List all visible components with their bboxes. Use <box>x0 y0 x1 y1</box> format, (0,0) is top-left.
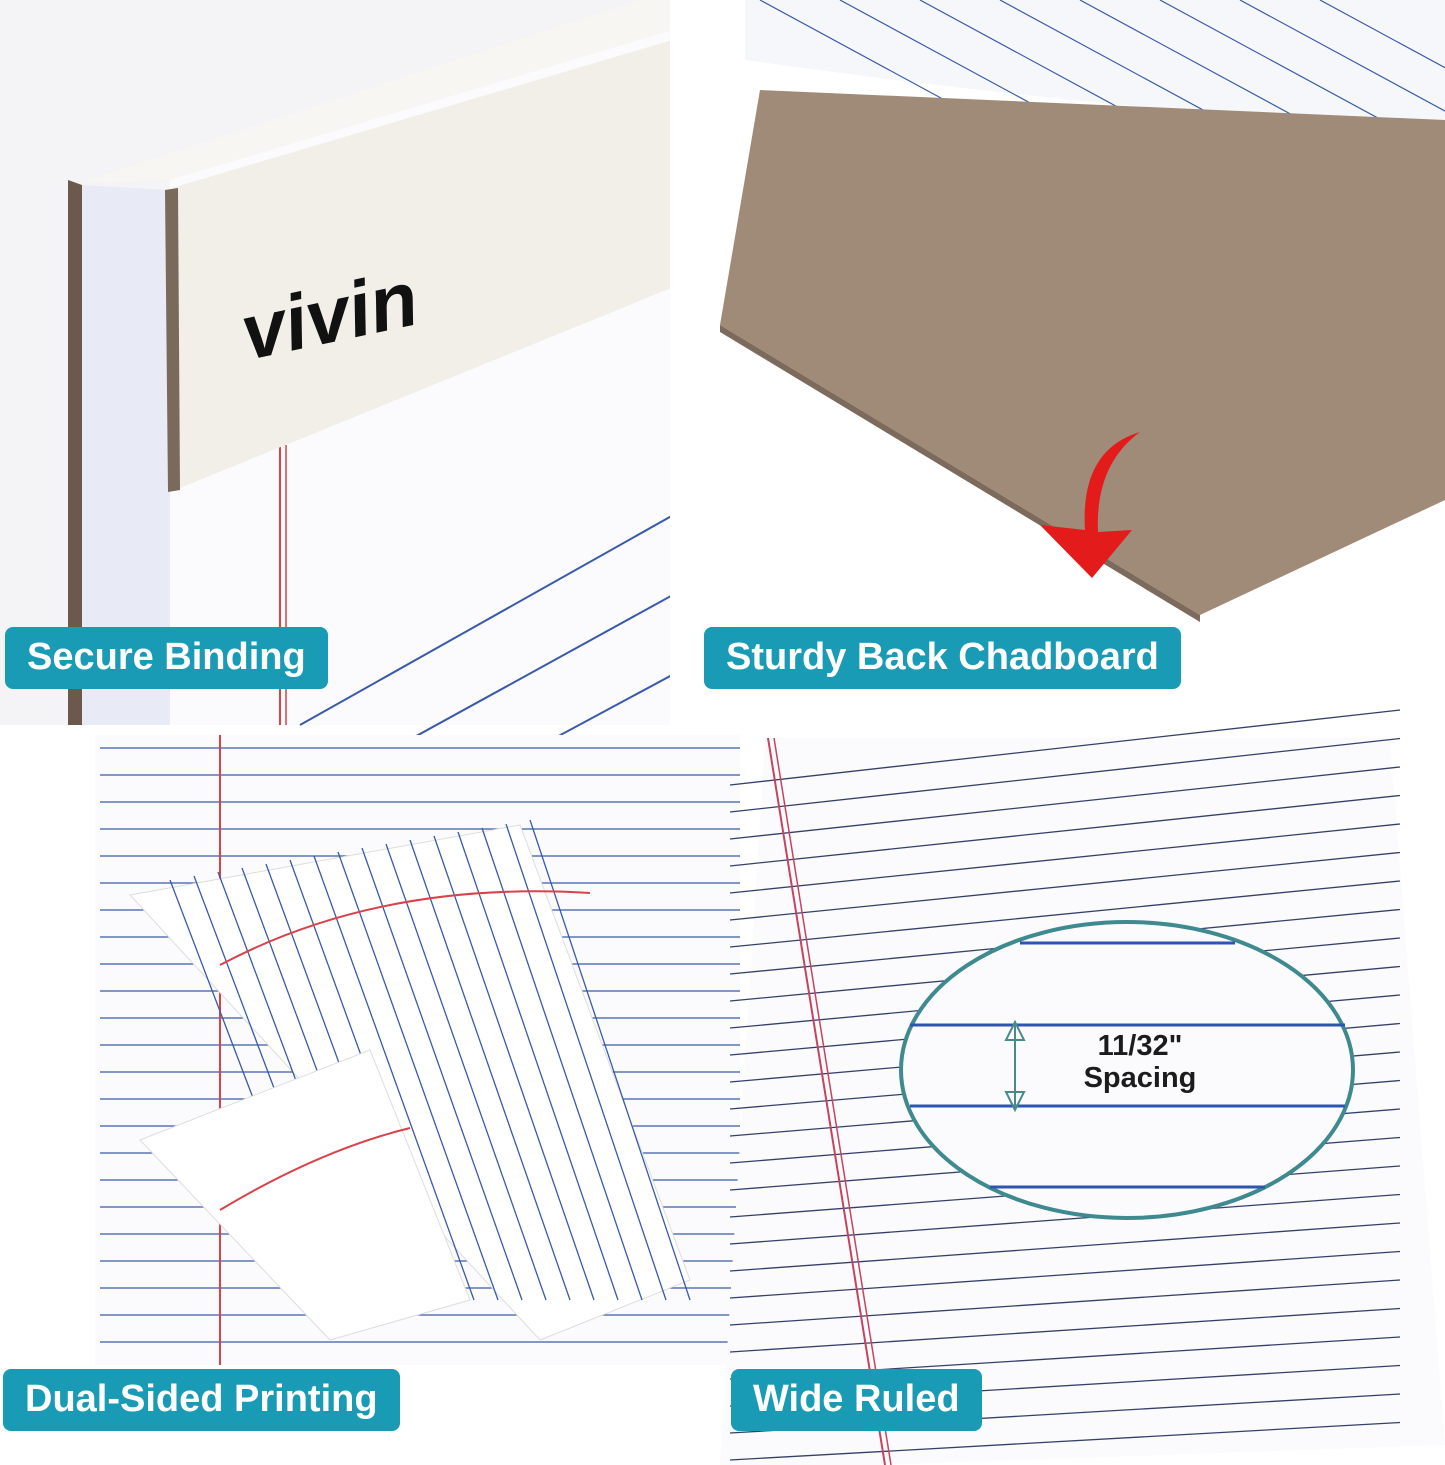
rule-line <box>361 847 523 1301</box>
rule-line <box>529 819 691 1301</box>
rule-line <box>433 835 595 1301</box>
spacing-caption: Spacing <box>1083 1062 1197 1094</box>
spacing-text: 11/32" Spacing <box>1040 1030 1240 1094</box>
panel-wide-ruled <box>720 709 1445 1465</box>
label-wide-ruled: Wide Ruled <box>731 1369 982 1431</box>
label-sturdy-back: Sturdy Back Chadboard <box>704 627 1181 689</box>
rule-line <box>729 851 1401 921</box>
rule-line <box>729 1279 1401 1326</box>
rule-line <box>729 709 1401 786</box>
rule-line <box>1079 0 1321 131</box>
arrow-down-icon <box>1040 432 1140 578</box>
rule-line <box>729 737 1401 813</box>
rule-line <box>729 880 1401 948</box>
spacing-callout <box>899 920 1355 1220</box>
rule-line <box>313 855 475 1301</box>
rule-line <box>729 1222 1401 1272</box>
rule-line <box>481 827 643 1301</box>
rule-line <box>505 823 667 1301</box>
rule-line <box>999 0 1241 131</box>
double-arrow-icon <box>1004 1019 1026 1113</box>
rule-line <box>729 1307 1401 1353</box>
spacing-value: 11/32" <box>1097 1030 1183 1062</box>
rule-line <box>409 839 571 1301</box>
panel-back-chipboard <box>720 0 1445 725</box>
panel-secure-binding: vivin <box>0 0 740 951</box>
rule-line <box>1159 0 1401 131</box>
rule-line <box>1239 0 1445 112</box>
panel-dual-sided <box>95 735 740 1365</box>
rule-line <box>457 831 619 1301</box>
rule-line <box>729 766 1401 840</box>
rule-line <box>337 851 499 1301</box>
rule-line <box>1319 0 1445 69</box>
rule-line <box>729 1193 1401 1245</box>
rule-line <box>729 823 1401 894</box>
rule-line <box>299 499 701 726</box>
rule-line <box>729 1250 1401 1299</box>
rule-line <box>385 843 547 1301</box>
label-dual-sided: Dual-Sided Printing <box>3 1369 400 1431</box>
rule-line <box>729 794 1401 867</box>
rule-line <box>729 1421 1401 1461</box>
label-secure-binding: Secure Binding <box>5 627 328 689</box>
